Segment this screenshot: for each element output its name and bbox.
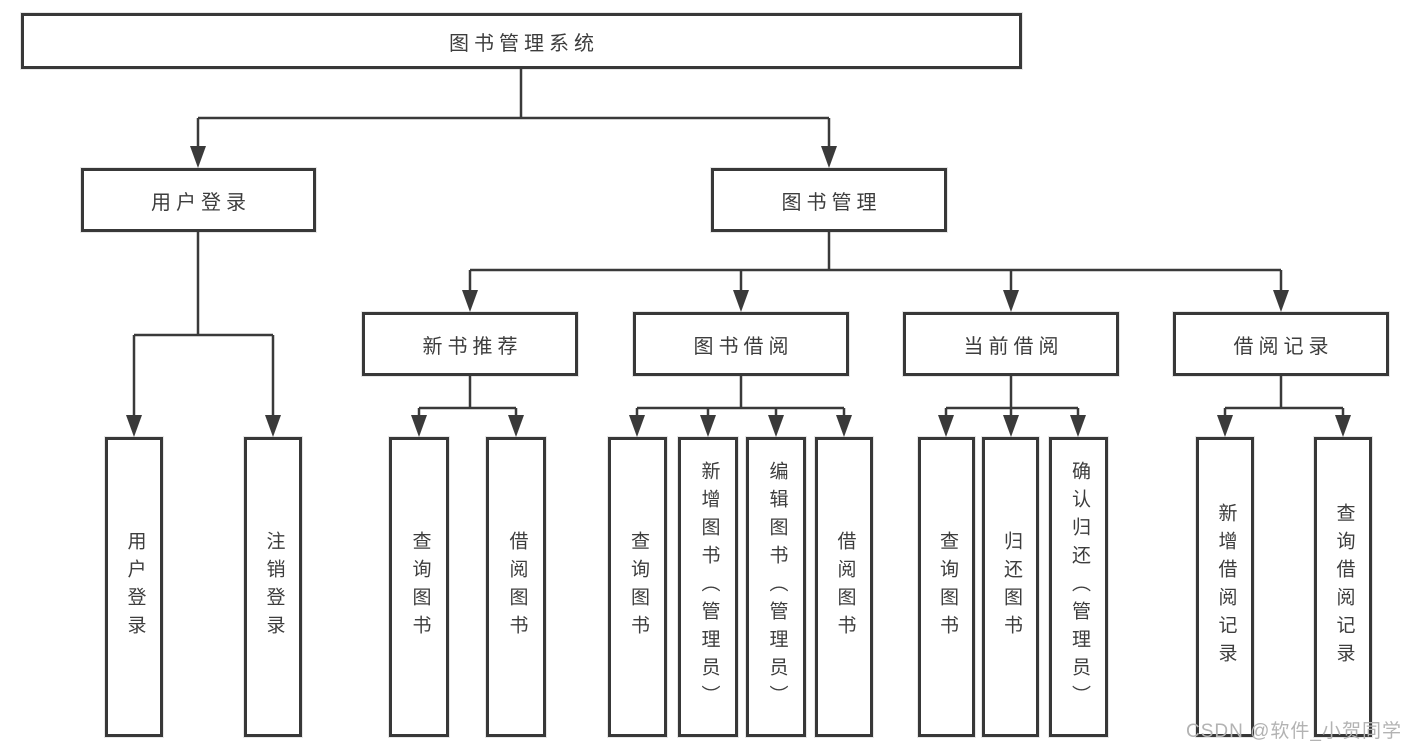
connector-recommend-to-leaves bbox=[417, 376, 518, 419]
arrow-down-icon bbox=[821, 146, 837, 168]
leaf-current-confirm-return-admin: 确认归还（管理员） bbox=[1049, 437, 1108, 737]
leaf-records-query-record: 查询借阅记录 bbox=[1314, 437, 1372, 737]
connector-borrow-to-leaves bbox=[635, 376, 846, 419]
leaf-recommend-query-books: 查询图书 bbox=[389, 437, 449, 737]
arrow-down-icon bbox=[1273, 290, 1289, 312]
arrow-down-icon bbox=[265, 415, 281, 437]
arrow-down-icon bbox=[508, 415, 524, 437]
node-user-login: 用户登录 bbox=[81, 168, 316, 232]
leaf-borrow-query-books: 查询图书 bbox=[608, 437, 667, 737]
node-new-book-recommend-label: 新书推荐 bbox=[422, 335, 523, 358]
leaf-recommend-query-books-label: 查询图书 bbox=[409, 531, 431, 643]
connector-mgmt-to-level3 bbox=[468, 232, 1283, 294]
node-book-management-label: 图书管理 bbox=[781, 191, 882, 214]
leaf-current-return-books: 归还图书 bbox=[982, 437, 1039, 737]
arrow-down-icon bbox=[411, 415, 427, 437]
leaf-records-add-record-label: 新增借阅记录 bbox=[1215, 503, 1237, 671]
connector-root-to-level2 bbox=[196, 69, 831, 150]
leaf-recommend-borrow-books-label: 借阅图书 bbox=[506, 531, 528, 643]
arrow-down-icon bbox=[938, 415, 954, 437]
node-borrow-records-label: 借阅记录 bbox=[1233, 335, 1334, 358]
node-root-label: 图书管理系统 bbox=[449, 32, 599, 55]
arrow-down-icon bbox=[1217, 415, 1233, 437]
node-book-management: 图书管理 bbox=[711, 168, 947, 232]
arrow-down-icon bbox=[700, 415, 716, 437]
connector-records-to-leaves bbox=[1223, 376, 1345, 419]
arrow-down-icon bbox=[733, 290, 749, 312]
leaf-records-query-record-label: 查询借阅记录 bbox=[1333, 503, 1355, 671]
arrow-down-icon bbox=[1003, 290, 1019, 312]
node-current-borrow: 当前借阅 bbox=[903, 312, 1119, 376]
leaf-logout-label: 注销登录 bbox=[263, 531, 285, 643]
leaf-borrow-query-books-label: 查询图书 bbox=[627, 531, 649, 643]
arrow-down-icon bbox=[768, 415, 784, 437]
leaf-user-login-label: 用户登录 bbox=[124, 531, 146, 643]
connector-paths bbox=[132, 69, 1345, 419]
node-borrow-records: 借阅记录 bbox=[1173, 312, 1389, 376]
leaf-borrow-add-books-admin-label: 新增图书（管理员） bbox=[698, 461, 720, 713]
connector-current-to-leaves bbox=[944, 376, 1080, 419]
node-current-borrow-label: 当前借阅 bbox=[963, 335, 1064, 358]
leaf-current-return-books-label: 归还图书 bbox=[1000, 531, 1022, 643]
arrow-down-icon bbox=[836, 415, 852, 437]
watermark: CSDN @软件_小贺同学 bbox=[1186, 721, 1402, 742]
leaf-borrow-add-books-admin: 新增图书（管理员） bbox=[678, 437, 738, 737]
leaf-logout: 注销登录 bbox=[244, 437, 302, 737]
arrow-down-icon bbox=[629, 415, 645, 437]
leaf-current-query-books: 查询图书 bbox=[918, 437, 975, 737]
leaf-current-confirm-return-admin-label: 确认归还（管理员） bbox=[1068, 461, 1090, 713]
node-root: 图书管理系统 bbox=[21, 13, 1022, 69]
leaf-borrow-edit-books-admin: 编辑图书（管理员） bbox=[746, 437, 806, 737]
arrowheads bbox=[126, 146, 1351, 437]
connector-login-to-leaves bbox=[132, 232, 275, 419]
node-book-borrow-label: 图书借阅 bbox=[693, 335, 794, 358]
arrow-down-icon bbox=[462, 290, 478, 312]
leaf-recommend-borrow-books: 借阅图书 bbox=[486, 437, 546, 737]
leaf-user-login: 用户登录 bbox=[105, 437, 163, 737]
arrow-down-icon bbox=[126, 415, 142, 437]
leaf-borrow-borrow-books: 借阅图书 bbox=[815, 437, 873, 737]
arrow-down-icon bbox=[1335, 415, 1351, 437]
leaf-current-query-books-label: 查询图书 bbox=[936, 531, 958, 643]
leaf-borrow-borrow-books-label: 借阅图书 bbox=[834, 531, 856, 643]
arrow-down-icon bbox=[190, 146, 206, 168]
arrow-down-icon bbox=[1003, 415, 1019, 437]
node-book-borrow: 图书借阅 bbox=[633, 312, 849, 376]
node-user-login-label: 用户登录 bbox=[151, 191, 251, 214]
arrow-down-icon bbox=[1070, 415, 1086, 437]
leaf-records-add-record: 新增借阅记录 bbox=[1196, 437, 1254, 737]
leaf-borrow-edit-books-admin-label: 编辑图书（管理员） bbox=[766, 461, 788, 713]
node-new-book-recommend: 新书推荐 bbox=[362, 312, 578, 376]
